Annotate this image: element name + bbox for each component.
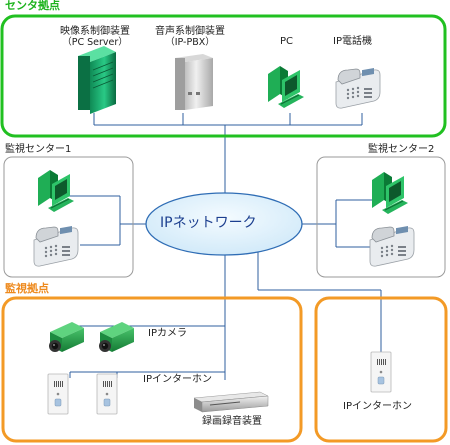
center-group-title: センタ拠点 — [5, 0, 60, 12]
pbx-icon — [175, 54, 213, 110]
remote-intercom-icon — [370, 351, 392, 393]
recorder-icon — [193, 391, 269, 413]
video-control-label: 映像系制御装置 （PC Server） — [40, 26, 150, 48]
server-icon — [78, 46, 116, 114]
monitor-site-title: 監視拠点 — [5, 282, 49, 295]
monitor2-pc-icon — [371, 171, 409, 215]
voice-control-label: 音声系制御装置 （IP-PBX） — [140, 26, 240, 48]
pc-label: PC — [280, 36, 294, 47]
ip-camera-label: IPカメラ — [148, 328, 187, 339]
monitor-site-box — [1, 296, 303, 443]
remote-site-box — [314, 296, 448, 443]
monitor-center-1-title: 監視センター1 — [5, 144, 72, 155]
ip-intercom-label: IPインターホン — [143, 374, 212, 385]
monitor-center-2-title: 監視センター2 — [368, 144, 435, 155]
monitor-center-2-box — [316, 156, 446, 278]
recorder-label: 録画録音装置 — [202, 416, 262, 427]
ip-camera-icon-1 — [49, 322, 84, 352]
ip-phone-label: IP電話機 — [333, 36, 372, 47]
ip-phone-icon — [335, 67, 381, 109]
remote-intercom-label: IPインターホン — [343, 401, 412, 412]
monitor1-phone-icon — [33, 225, 79, 267]
ip-network-label: IPネットワーク — [160, 215, 257, 231]
ip-intercom-icon-1 — [47, 373, 69, 415]
video-control-sub: （PC Server） — [62, 36, 128, 48]
monitor-center-1-box — [3, 156, 134, 278]
voice-control-name: 音声系制御装置 — [155, 26, 225, 37]
monitor1-pc-icon — [37, 169, 75, 213]
monitor2-phone-icon — [369, 225, 415, 267]
video-control-name: 映像系制御装置 — [60, 26, 130, 37]
pc-icon — [267, 65, 305, 109]
voice-control-sub: （IP-PBX） — [165, 36, 215, 48]
ip-network-cloud — [145, 192, 303, 256]
center-box — [0, 14, 447, 138]
ip-intercom-icon-2 — [96, 373, 118, 415]
